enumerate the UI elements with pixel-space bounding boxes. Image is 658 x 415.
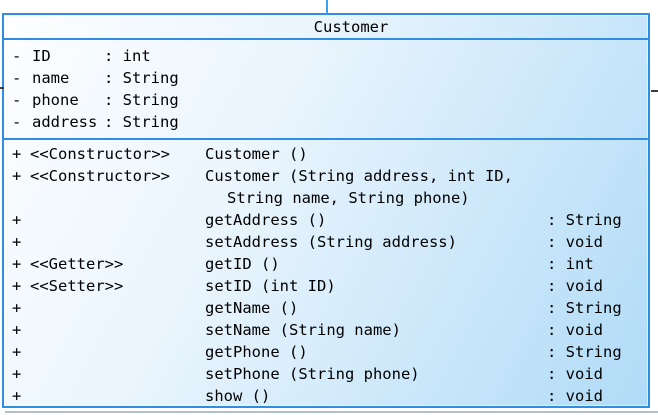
operation-row[interactable]: + setName (String name) : void — [4, 319, 648, 341]
operation-row[interactable]: + getName () : String — [4, 297, 648, 319]
operation-signature: Customer () — [205, 145, 308, 163]
operation-return-type: : String — [547, 343, 622, 361]
attribute-name: phone — [32, 91, 79, 109]
attribute-row[interactable]: - name : String — [4, 67, 648, 89]
uml-class-customer[interactable]: Customer - ID : int - name : String - ph… — [2, 13, 650, 408]
operation-return-type: : int — [547, 255, 594, 273]
operation-signature: setName (String name) — [205, 321, 401, 339]
operation-visibility: + — [12, 167, 22, 185]
operation-row[interactable]: + <<Constructor>> Customer () — [4, 143, 648, 165]
operation-signature: getID () — [205, 255, 280, 273]
attribute-visibility: - — [12, 47, 22, 65]
operation-visibility: + — [12, 299, 22, 317]
operation-return-type: : void — [547, 277, 603, 295]
operation-visibility: + — [12, 365, 22, 383]
operation-return-type: : void — [547, 365, 603, 383]
operation-stereotype: <<Getter>> — [30, 255, 124, 273]
operation-visibility: + — [12, 343, 22, 361]
operation-row[interactable]: + getAddress () : String — [4, 209, 648, 231]
class-name: Customer — [313, 17, 389, 36]
operation-return-type: : String — [547, 211, 622, 229]
connector-line-left[interactable] — [0, 87, 4, 89]
operation-signature: show () — [205, 387, 271, 405]
operation-row[interactable]: + <<Constructor>> Customer (String addre… — [4, 165, 648, 209]
attribute-type: : String — [104, 91, 179, 109]
operation-signature: setPhone (String phone) — [205, 365, 420, 383]
operation-row[interactable]: + show () : void — [4, 385, 648, 407]
operation-row[interactable]: + <<Setter>> setID (int ID) : void — [4, 275, 648, 297]
attribute-name: ID — [32, 47, 51, 65]
attribute-type: : int — [104, 47, 151, 65]
operation-visibility: + — [12, 321, 22, 339]
operation-signature: setID (int ID) — [205, 277, 336, 295]
operation-visibility: + — [12, 255, 22, 273]
operation-return-type: : void — [547, 387, 603, 405]
box-shadow — [5, 411, 658, 413]
operation-signature: Customer (String address, int ID, — [205, 167, 513, 185]
operation-signature-continuation: String name, String phone) — [227, 189, 470, 207]
class-name-compartment[interactable]: Customer — [4, 15, 648, 38]
operation-return-type: : void — [547, 233, 603, 251]
operation-row[interactable]: + setAddress (String address) : void — [4, 231, 648, 253]
operation-signature: getPhone () — [205, 343, 308, 361]
attribute-row[interactable]: - phone : String — [4, 89, 648, 111]
operations-compartment[interactable]: + <<Constructor>> Customer () + <<Constr… — [4, 138, 648, 407]
attribute-row[interactable]: - ID : int — [4, 45, 648, 67]
operation-visibility: + — [12, 233, 22, 251]
operation-stereotype: <<Setter>> — [30, 277, 124, 295]
attribute-name: name — [32, 69, 70, 87]
operation-signature: setAddress (String address) — [205, 233, 457, 251]
operation-stereotype: <<Constructor>> — [30, 145, 170, 163]
attribute-visibility: - — [12, 69, 22, 87]
attribute-name: address — [32, 113, 98, 131]
operation-signature: getName () — [205, 299, 299, 317]
attribute-type: : String — [104, 69, 179, 87]
operation-visibility: + — [12, 145, 22, 163]
attribute-visibility: - — [12, 91, 22, 109]
operation-visibility: + — [12, 211, 22, 229]
attribute-visibility: - — [12, 113, 22, 131]
operation-row[interactable]: + getPhone () : String — [4, 341, 648, 363]
operation-return-type: : String — [547, 299, 622, 317]
attribute-row[interactable]: - address : String — [4, 111, 648, 133]
operation-visibility: + — [12, 387, 22, 405]
connector-line-top[interactable] — [326, 0, 328, 14]
connector-line-right[interactable] — [651, 90, 658, 92]
operation-return-type: : void — [547, 321, 603, 339]
operation-row[interactable]: + setPhone (String phone) : void — [4, 363, 648, 385]
attribute-type: : String — [104, 113, 179, 131]
attributes-compartment[interactable]: - ID : int - name : String - phone : Str… — [4, 38, 648, 138]
operation-visibility: + — [12, 277, 22, 295]
operation-signature: getAddress () — [205, 211, 327, 229]
operation-stereotype: <<Constructor>> — [30, 167, 170, 185]
operation-row[interactable]: + <<Getter>> getID () : int — [4, 253, 648, 275]
